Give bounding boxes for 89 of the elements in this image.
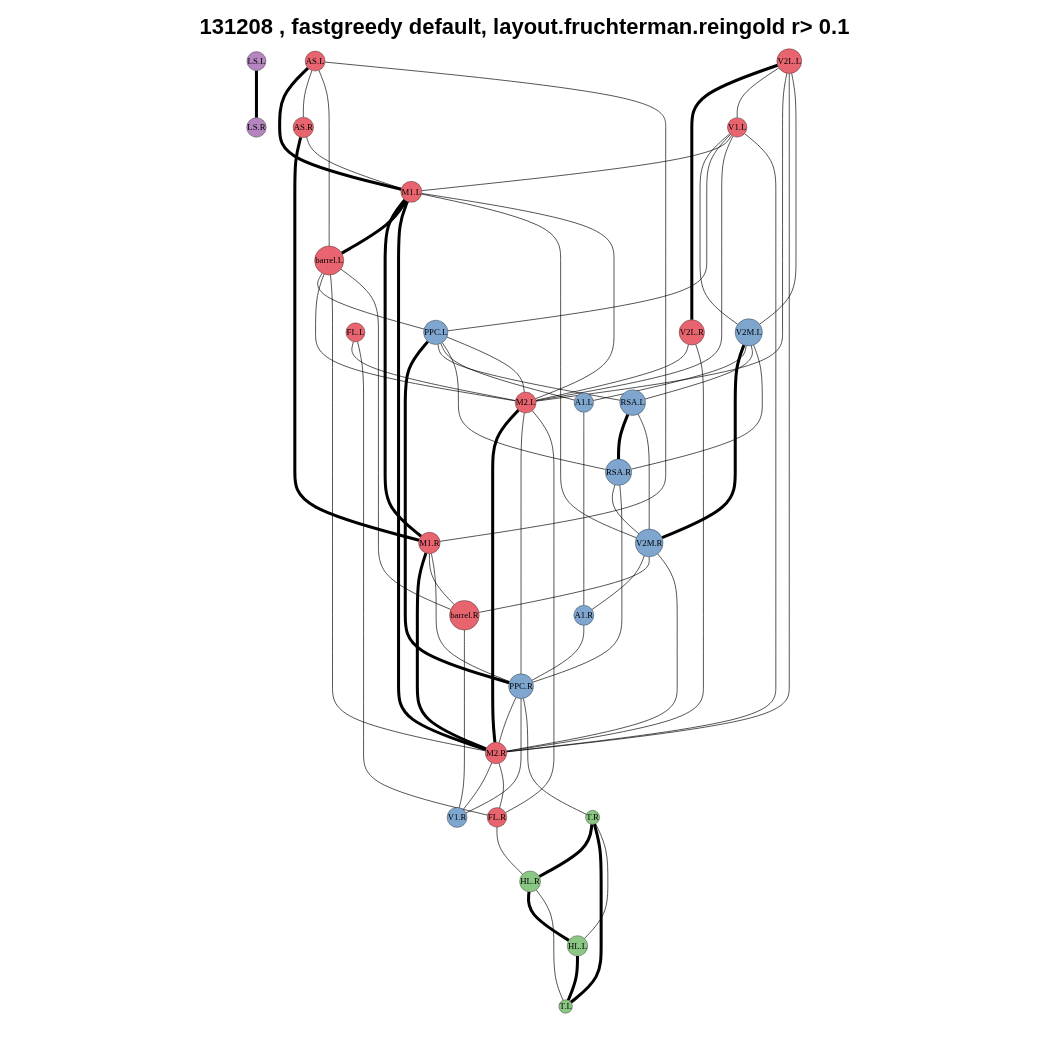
connector [536, 889, 564, 1001]
node-circle: AS.R [293, 117, 315, 138]
connector [466, 698, 522, 814]
connector [638, 413, 650, 530]
connector [737, 67, 780, 118]
node-circle: T.R [585, 810, 601, 825]
node-circle: HL.R [519, 870, 542, 893]
connector [535, 344, 690, 401]
node-circle: A1.L [574, 392, 595, 413]
connector [661, 344, 746, 539]
connector [255, 70, 259, 118]
node-circle: V1.R [447, 807, 468, 828]
node-circle: HL.L [567, 935, 589, 957]
connector [397, 201, 487, 752]
node-circle: FL.L [346, 322, 366, 343]
node-circle: V2L.R [679, 319, 705, 346]
connector [357, 341, 489, 816]
connector [303, 70, 313, 118]
connector [459, 629, 466, 808]
connector [567, 956, 580, 1001]
node-circle: LS.L [247, 51, 267, 71]
connector [325, 61, 667, 542]
connector [584, 823, 609, 939]
connector [421, 135, 733, 191]
connector [440, 343, 576, 401]
connector [404, 340, 510, 685]
connector [421, 193, 637, 539]
connector [491, 409, 520, 743]
node-circle: PPC.L [423, 320, 449, 345]
connector [437, 344, 621, 401]
connector [538, 824, 594, 878]
connector [521, 412, 525, 675]
node-circle: V2L.L [777, 48, 803, 74]
connector [431, 553, 511, 682]
connector [593, 345, 747, 401]
connector [645, 345, 754, 400]
node-circle: RSA.R [605, 458, 633, 486]
connector [690, 63, 779, 320]
node-circle: LS.R [246, 117, 267, 138]
connector [421, 193, 615, 400]
connector [315, 273, 516, 402]
connector [293, 136, 420, 542]
connector [527, 891, 570, 942]
connector [700, 133, 739, 325]
connector [383, 198, 423, 538]
node-circle: M2.R [485, 742, 508, 764]
chart-title: 131208 , fastgreedy default, layout.fruchterman.reingold r> 0.1 [198, 14, 851, 40]
connector [523, 698, 587, 815]
connector [447, 134, 732, 332]
connector [583, 412, 585, 606]
connector [341, 200, 408, 255]
connector [478, 556, 650, 613]
node-circle: M2.L [515, 391, 537, 414]
node-circle: V1.L [727, 117, 748, 138]
node-circle: barrel.L [314, 245, 345, 276]
connector [278, 66, 402, 191]
node-circle: M1.R [418, 532, 441, 554]
connector [617, 413, 630, 460]
connector [463, 762, 493, 810]
connector [499, 697, 517, 744]
connector [536, 135, 734, 402]
connector [499, 762, 505, 809]
connector [612, 484, 640, 535]
connector [536, 72, 788, 402]
connector [532, 485, 623, 683]
node-circle: PPC.R [508, 673, 534, 699]
connector [429, 553, 455, 605]
connector [306, 136, 402, 189]
connector [570, 823, 603, 1004]
connector [447, 336, 525, 393]
node-circle: T.L [559, 999, 573, 1014]
node-circle: RSA.L [619, 389, 647, 416]
connector [330, 274, 487, 752]
node-circle: AS.L [305, 50, 326, 72]
node-circle: A1.R [573, 605, 595, 626]
node-circle: V2M.R [635, 528, 664, 557]
node-circle: FL.R [487, 807, 508, 828]
connector [442, 342, 607, 470]
connector [317, 272, 425, 330]
connector [591, 555, 645, 610]
node-circle: M1.L [400, 181, 423, 203]
connector [531, 624, 585, 681]
connector [340, 268, 452, 610]
connector [416, 552, 487, 751]
connector [631, 344, 763, 470]
connector [759, 72, 797, 325]
node-circle: barrel.R [449, 600, 480, 631]
connector [318, 70, 330, 247]
node-circle: V2M.L [735, 318, 763, 347]
